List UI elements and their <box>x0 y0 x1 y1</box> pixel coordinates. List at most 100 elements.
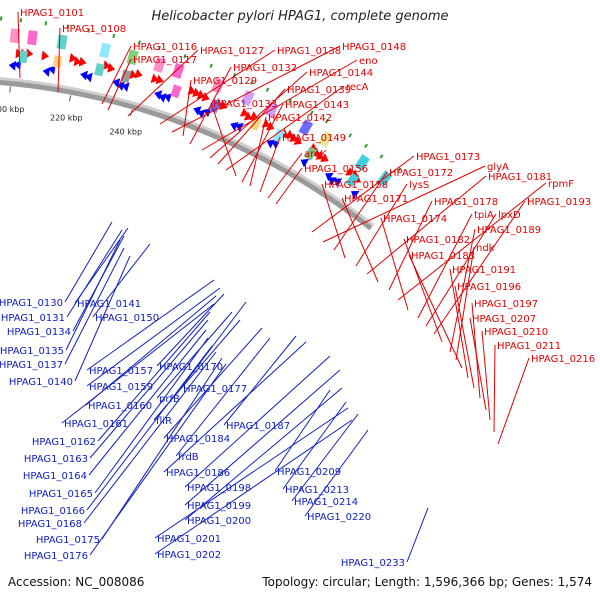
reverse-gene-label: HPAG1_0175 <box>36 535 100 546</box>
gene-category-block <box>240 89 255 107</box>
forward-gene-label: HPAG1_0193 <box>527 197 591 208</box>
forward-gene-label-leader-line <box>433 200 526 335</box>
forward-gene-label: HPAG1_0139 <box>287 85 351 96</box>
gc-marker <box>250 80 254 85</box>
reverse-gene-label-leader-line <box>223 335 297 426</box>
reverse-gene-label: frdB <box>178 452 199 463</box>
forward-gene-label-leader-line <box>259 136 281 193</box>
forward-gene-label: HPAG1_0158 <box>324 180 388 191</box>
gene-category-block <box>272 128 286 143</box>
forward-gene-label: HPAG1_0172 <box>389 168 453 179</box>
reverse-gene-label-leader-line <box>83 351 217 524</box>
forward-gene-arrow <box>107 62 116 73</box>
forward-gene-label-leader-line <box>225 85 345 171</box>
forward-gene-label: HPAG1_0197 <box>474 299 538 310</box>
forward-gene-label: HPAG1_0143 <box>285 100 349 111</box>
forward-gene-label: HPAG1_0156 <box>304 164 368 175</box>
reverse-gene-label-leader-line <box>154 407 349 539</box>
gc-marker <box>397 167 402 172</box>
forward-gene-label-leader-line <box>455 246 475 361</box>
forward-gene-label: HPAG1_0174 <box>383 214 447 225</box>
gene-category-block <box>354 154 370 171</box>
forward-gene-arrow <box>78 56 87 67</box>
reverse-gene-label-leader-line <box>86 279 215 371</box>
gc-marker <box>66 24 70 29</box>
reverse-gene-label: HPAG1_0177 <box>183 384 247 395</box>
forward-gene-label: HPAG1_0216 <box>531 354 595 365</box>
reverse-gene-label-leader-line <box>89 363 227 556</box>
forward-gene-arrow <box>102 60 111 71</box>
forward-gene-label-leader-line <box>159 49 276 125</box>
gc-marker <box>87 28 91 33</box>
reverse-gene-label: HPAG1_0160 <box>88 401 152 412</box>
forward-gene-label: HPAG1_0171 <box>344 194 408 205</box>
reverse-gene-label-leader-line <box>184 369 341 506</box>
reverse-gene-label: fliR <box>156 416 172 427</box>
forward-gene-arrow <box>344 167 354 176</box>
forward-gene-arrow <box>155 74 164 85</box>
reverse-gene-arrow <box>116 81 125 92</box>
forward-gene-label: HPAG1_0182 <box>406 235 470 246</box>
forward-gene-label-leader-line <box>189 66 232 145</box>
forward-gene-label: HPAG1_0148 <box>342 42 406 53</box>
forward-gene-label: HPAG1_0116 <box>133 42 197 53</box>
forward-gene-arrow <box>239 107 249 117</box>
accession-label: Accession: NC_008086 <box>8 575 145 589</box>
forward-gene-arrow <box>25 48 34 59</box>
forward-gene-label-leader-line <box>210 102 237 177</box>
forward-gene-label: rpmF <box>548 179 574 190</box>
reverse-gene-arrow <box>80 70 88 81</box>
reverse-gene-label: HPAG1_0150 <box>95 313 159 324</box>
forward-gene-label: HPAG1_0144 <box>309 68 373 79</box>
forward-gene-label-leader-line <box>17 11 21 79</box>
reverse-gene-label-leader-line <box>92 243 151 318</box>
reverse-gene-label-leader-line <box>66 229 123 318</box>
forward-gene-label: HPAG1_0129 <box>193 76 257 87</box>
forward-gene-arrow <box>289 133 298 142</box>
reverse-gene-label: HPAG1_0187 <box>226 421 290 432</box>
reverse-gene-label: HPAG1_0157 <box>89 366 153 377</box>
forward-gene-arrow <box>69 52 77 63</box>
forward-gene-label-leader-line <box>107 58 132 111</box>
reverse-gene-label-leader-line <box>74 255 131 382</box>
reverse-gene-label: HPAG1_0213 <box>285 485 349 496</box>
forward-gene-label: HPAG1_0207 <box>472 314 536 325</box>
forward-gene-label-leader-line <box>355 183 408 267</box>
forward-gene-arrow <box>192 87 201 98</box>
forward-gene-label-leader-line <box>388 200 433 291</box>
forward-gene-label-leader-line <box>217 88 286 165</box>
gc-marker <box>348 133 353 138</box>
forward-gene-label-leader-line <box>449 228 476 353</box>
gene-category-block <box>170 84 182 99</box>
reverse-gene-label-leader-line <box>163 341 307 473</box>
gene-category-block <box>345 172 360 188</box>
reverse-gene-label-leader-line <box>86 287 221 387</box>
reverse-gene-label-leader-line <box>86 345 213 511</box>
forward-gene-label-leader-line <box>497 357 530 445</box>
forward-gene-label: aroK <box>304 149 327 160</box>
forward-gene-arrow <box>293 136 302 145</box>
reverse-gene-label: HPAG1_0186 <box>166 468 230 479</box>
reverse-gene-label: HPAG1_0135 <box>0 346 64 357</box>
forward-gene-label: ndk <box>476 243 495 254</box>
gc-marker <box>309 110 314 115</box>
forward-gene-label-leader-line <box>322 165 486 243</box>
forward-gene-label: HPAG1_0132 <box>233 63 297 74</box>
reverse-gene-label: HPAG1_0233 <box>341 558 405 569</box>
forward-gene-label-leader-line <box>57 27 61 93</box>
forward-gene-label-leader-line <box>241 103 284 183</box>
forward-gene-arrow <box>320 153 329 162</box>
forward-gene-label-leader-line <box>425 213 497 327</box>
gene-category-block <box>18 50 28 64</box>
gene-category-block <box>153 56 166 73</box>
forward-gene-label: lysS <box>409 180 429 191</box>
reverse-gene-label-leader-line <box>94 337 209 494</box>
reverse-gene-arrow <box>84 72 93 83</box>
forward-gene-label: HPAG1_0178 <box>434 197 498 208</box>
gene-category-block <box>52 55 63 69</box>
forward-gene-arrow <box>134 68 143 79</box>
reverse-gene-label: HPAG1_0166 <box>21 506 85 517</box>
forward-gene-label-leader-line <box>403 238 443 343</box>
forward-gene-label: HPAG1_0211 <box>497 341 561 352</box>
